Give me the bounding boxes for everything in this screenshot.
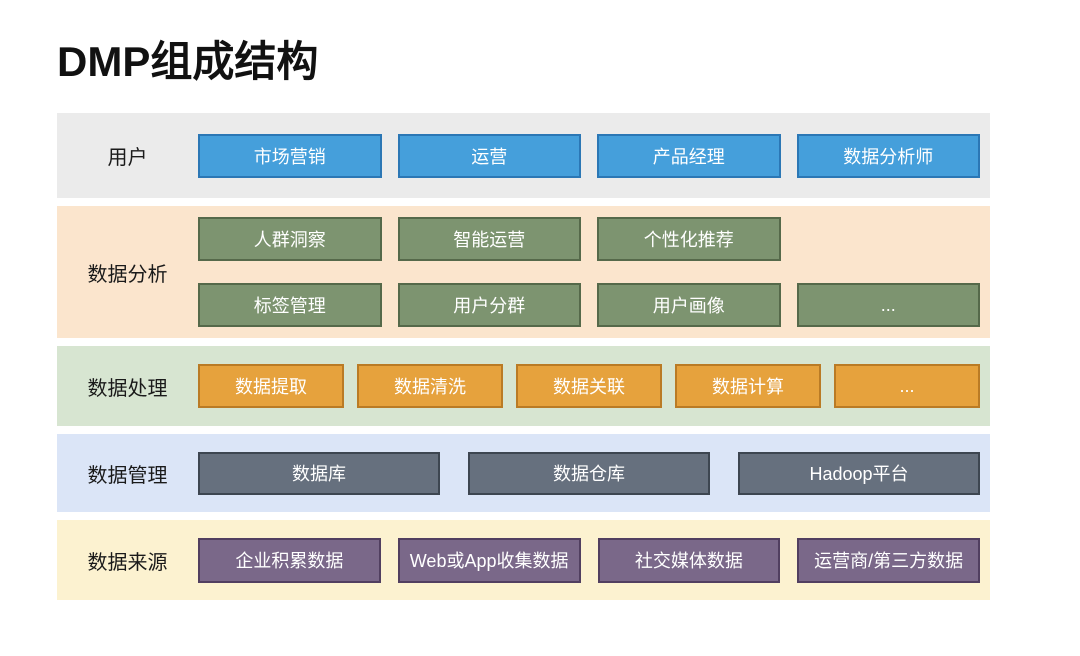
band-data-processing: 数据处理 数据提取数据清洗数据关联数据计算...: [57, 346, 990, 426]
band-label-users: 用户: [107, 147, 148, 169]
band-label-data-sources: 数据来源: [87, 551, 168, 574]
box-row: 标签管理用户分群用户画像...: [198, 283, 980, 327]
diagram-box: 标签管理: [198, 283, 382, 327]
band-label-data-processing: 数据处理: [87, 377, 168, 400]
diagram-box: 数据分析师: [796, 133, 980, 178]
diagram-box: 人群洞察: [198, 217, 382, 261]
band-content: 市场营销运营产品经理数据分析师: [198, 133, 980, 178]
diagram-box: 运营商/第三方数据: [797, 537, 980, 583]
diagram-box: Web或App收集数据: [397, 537, 581, 583]
layer-bands: 用户市场营销运营产品经理数据分析师数据分析人群洞察智能运营个性化推荐标签管理用户…: [57, 113, 990, 600]
diagram-box: 运营: [397, 133, 581, 178]
diagram-box: 数据库: [198, 451, 440, 495]
box-row: 市场营销运营产品经理数据分析师: [198, 133, 980, 178]
diagram-box: 数据仓库: [468, 451, 710, 495]
box-row: 数据库数据仓库 Hadoop平台: [198, 451, 980, 495]
diagram-box: 数据提取: [198, 364, 344, 408]
diagram-box: 市场营销: [198, 133, 382, 178]
box-row: 企业积累数据 Web或App收集数据社交媒体数据运营商/第三方数据: [198, 537, 980, 583]
diagram-box: 产品经理: [597, 133, 781, 178]
diagram-box: ...: [796, 283, 980, 327]
diagram-box: 个性化推荐: [597, 217, 781, 261]
band-content: 人群洞察智能运营个性化推荐标签管理用户分群用户画像...: [198, 217, 980, 327]
diagram-box: 用户分群: [397, 283, 581, 327]
diagram-box: Hadoop平台: [738, 451, 980, 495]
diagram-box: ...: [834, 364, 980, 408]
diagram-box: 数据清洗: [357, 364, 503, 408]
diagram-box: 用户画像: [597, 283, 781, 327]
band-label-data-management: 数据管理: [87, 464, 168, 487]
diagram-box: 企业积累数据: [198, 537, 381, 583]
band-users: 用户 市场营销运营产品经理数据分析师: [57, 113, 990, 198]
diagram-box: 智能运营: [397, 217, 581, 261]
diagram-box: 数据计算: [675, 364, 821, 408]
band-content: 数据提取数据清洗数据关联数据计算...: [198, 364, 980, 408]
band-data-management: 数据管理 数据库数据仓库 Hadoop平台: [57, 434, 990, 512]
band-content: 企业积累数据 Web或App收集数据社交媒体数据运营商/第三方数据: [198, 537, 980, 583]
diagram-box: 数据关联: [516, 364, 662, 408]
box-row: 人群洞察智能运营个性化推荐: [198, 217, 980, 261]
band-data-sources: 数据来源 企业积累数据 Web或App收集数据社交媒体数据运营商/第三方数据: [57, 520, 990, 600]
box-row: 数据提取数据清洗数据关联数据计算...: [198, 364, 980, 408]
diagram-box: 社交媒体数据: [597, 537, 781, 583]
band-data-analysis: 数据分析人群洞察智能运营个性化推荐标签管理用户分群用户画像...: [57, 206, 990, 338]
page-title: DMP组成结构: [57, 38, 319, 85]
band-content: 数据库数据仓库 Hadoop平台: [198, 451, 980, 495]
band-label-data-analysis: 数据分析: [87, 263, 168, 286]
